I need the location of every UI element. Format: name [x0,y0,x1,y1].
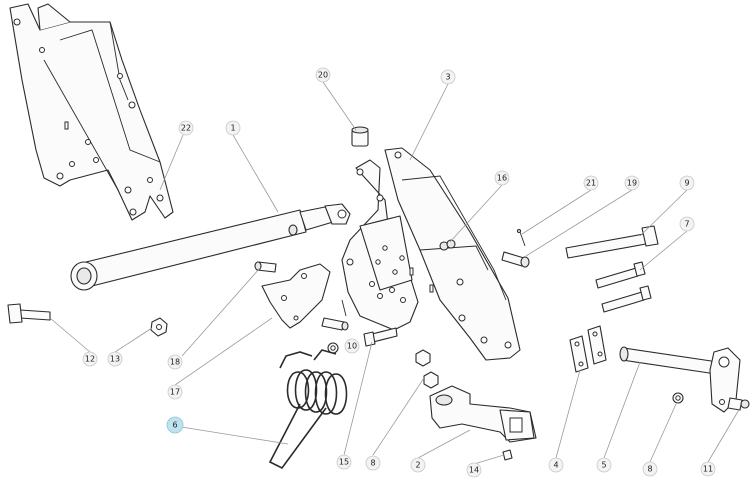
callout-22-label: 22 [181,124,191,133]
callout-14-label: 14 [469,466,479,475]
callout-13[interactable]: 13 [107,351,123,367]
callout-4-label: 4 [553,461,558,470]
callout-7-label: 7 [684,220,689,229]
part-pin-small[interactable] [321,299,349,331]
callout-10-left[interactable]: 10 [344,338,360,354]
part-11-short-bolt[interactable] [727,397,750,411]
callout-8-right[interactable]: 8 [642,461,658,477]
callout-10-label: 10 [347,342,357,351]
callout-20-label: 20 [318,71,328,80]
callout-12-label: 12 [85,355,95,364]
part-22-mounting-frame[interactable] [9,3,174,221]
callout-1-label: 1 [230,124,235,133]
callout-2[interactable]: 2 [410,457,426,473]
part-9-bolt[interactable] [565,225,659,259]
part-6-torsion-spring[interactable] [268,349,348,470]
callout-8-center[interactable]: 8 [365,455,381,471]
part-5-shaft-arm[interactable] [619,346,741,413]
callout-5-label: 5 [601,461,606,470]
callout-7[interactable]: 7 [679,216,695,232]
callout-3[interactable]: 3 [440,69,456,85]
callout-1[interactable]: 1 [225,120,241,136]
part-1-cylinder[interactable] [70,203,351,291]
part-17-bracket[interactable] [261,263,331,329]
callout-5[interactable]: 5 [596,457,612,473]
part-20-bushing[interactable] [351,126,369,147]
callout-17-label: 17 [170,388,180,397]
callout-18[interactable]: 18 [167,354,183,370]
part-16-nuts[interactable] [439,239,456,251]
callout-9[interactable]: 9 [679,175,695,191]
part-19-clevis-pin[interactable] [501,251,530,268]
callout-19[interactable]: 19 [624,175,640,191]
callout-8-label: 8 [647,465,652,474]
callout-3-label: 3 [445,73,450,82]
callout-14[interactable]: 14 [466,462,482,478]
callout-21-label: 21 [586,179,596,188]
callout-19-label: 19 [627,179,637,188]
part-4-link-plates[interactable] [569,325,607,373]
part-7-bolts[interactable] [595,261,652,313]
callout-11-label: 11 [703,465,713,474]
callout-2-label: 2 [415,461,420,470]
part-14-grease-nipple[interactable] [502,449,513,461]
part-13-nut[interactable] [150,317,168,337]
part-21-split-pin[interactable] [516,228,526,247]
callout-15-label: 15 [339,458,349,467]
callout-8-label: 8 [370,459,375,468]
callout-16-label: 16 [497,174,507,183]
callout-16[interactable]: 16 [494,170,510,186]
callout-13-label: 13 [110,355,120,364]
part-8-nuts[interactable] [415,349,439,389]
part-15-bolt[interactable] [363,327,398,347]
part-12-bolt[interactable] [7,303,51,324]
callout-6-label: 6 [172,421,177,430]
callout-18-label: 18 [170,358,180,367]
part-2-lever-arm[interactable] [429,385,537,443]
callout-4[interactable]: 4 [548,457,564,473]
leader-lines [49,81,741,465]
callout-22[interactable]: 22 [178,120,194,136]
callout-17[interactable]: 17 [167,384,183,400]
part-10-nut-right[interactable] [672,392,684,404]
callout-9-label: 9 [684,179,689,188]
callout-15[interactable]: 15 [336,454,352,470]
callout-11[interactable]: 11 [700,461,716,477]
callout-21[interactable]: 21 [583,175,599,191]
part-3-pivot-bracket[interactable] [341,147,521,361]
callout-6[interactable]: 6 [166,416,184,434]
callout-12[interactable]: 12 [82,351,98,367]
callout-20[interactable]: 20 [315,67,331,83]
